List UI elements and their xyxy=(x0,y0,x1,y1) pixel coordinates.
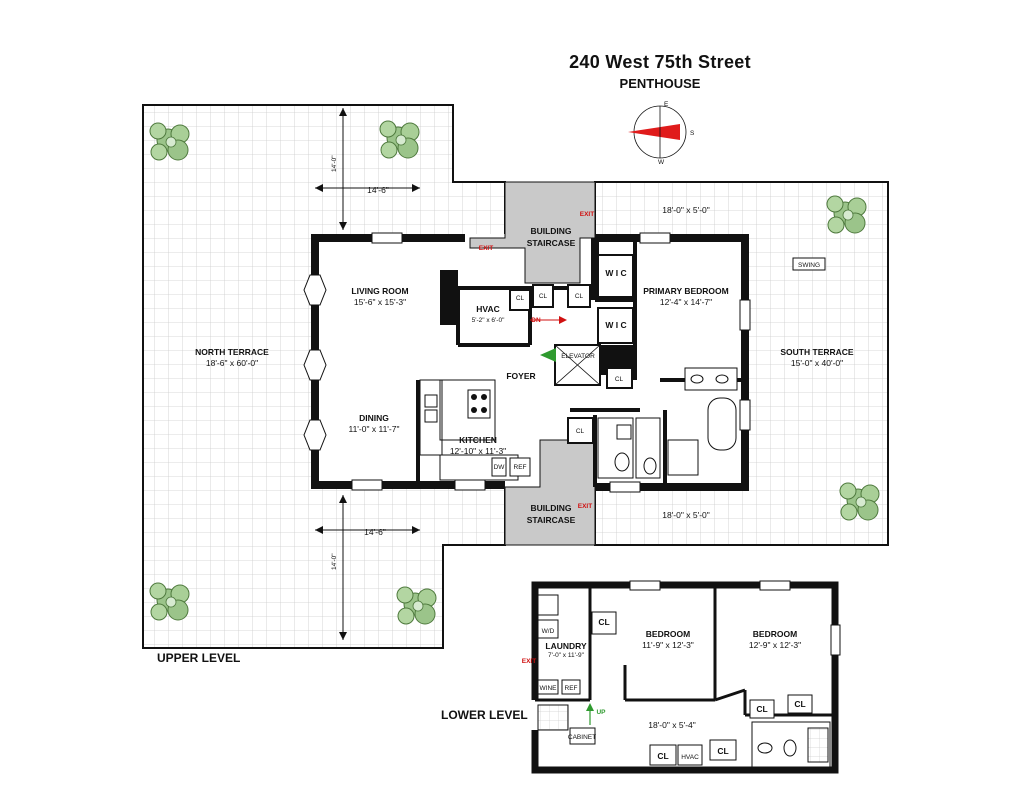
closet-label-5: CL xyxy=(576,428,585,435)
bedroom-2-label: BEDROOM xyxy=(753,629,797,639)
building-staircase-top xyxy=(469,181,596,284)
wic-label-1: W I C xyxy=(605,268,626,278)
elevator-label: ELEVATOR xyxy=(561,353,595,360)
laundry-dims: 7'-0" x 11'-9" xyxy=(548,652,585,659)
closet-label-1: CL xyxy=(516,295,525,302)
wine-label: WINE xyxy=(540,685,558,692)
exit-label-3: EXIT xyxy=(578,503,592,510)
lower-closet-1: CL xyxy=(598,617,609,627)
lower-ref-label: REF xyxy=(565,685,578,692)
south-terrace-dims: 15'-0" x 40'-0" xyxy=(791,358,843,368)
lower-exit-label: EXIT xyxy=(522,658,536,665)
lower-hall-dims: 18'-0" x 5'-4" xyxy=(648,720,696,730)
staircase-top-line1: BUILDING xyxy=(530,226,571,236)
dim-14-0-top: 14'-0" xyxy=(331,155,338,172)
compass-icon xyxy=(628,105,687,159)
lower-closet-2: CL xyxy=(756,704,767,714)
fireplace xyxy=(440,270,458,325)
cabinet-label: CABINET xyxy=(568,734,596,741)
living-room-label: LIVING ROOM xyxy=(351,286,408,296)
bedroom-1-dims: 11'-9" x 12'-3" xyxy=(642,640,694,650)
dim-14-0-bottom: 14'-0" xyxy=(331,553,338,570)
staircase-bottom-line2: STAIRCASE xyxy=(527,515,576,525)
terrace-strip-top-dims: 18'-0" x 5'-0" xyxy=(662,205,710,215)
plan-subtitle: PENTHOUSE xyxy=(619,76,701,91)
lower-hvac-label: HVAC xyxy=(681,754,699,761)
stair-up-arrow-icon xyxy=(586,703,594,711)
laundry-label: LAUNDRY xyxy=(545,641,587,651)
north-terrace-label: NORTH TERRACE xyxy=(195,347,269,357)
compass-s: S xyxy=(690,130,695,137)
dim-14-6-bottom: 14'-6" xyxy=(364,527,386,537)
closet-label-2: CL xyxy=(539,293,548,300)
lower-closet-5: CL xyxy=(657,751,668,761)
living-room-dims: 15'-6" x 15'-3" xyxy=(354,297,406,307)
north-terrace-dims: 18'-6" x 60'-0" xyxy=(206,358,258,368)
swing-bench xyxy=(792,257,826,271)
primary-bedroom-dims: 12'-4" x 14'-7" xyxy=(660,297,712,307)
south-terrace-label: SOUTH TERRACE xyxy=(780,347,854,357)
foyer-label: FOYER xyxy=(506,371,535,381)
upper-level-label: UPPER LEVEL xyxy=(157,651,241,665)
staircase-top-line2: STAIRCASE xyxy=(527,238,576,248)
dining-label: DINING xyxy=(359,413,389,423)
washer-dryer-label: W/D xyxy=(542,628,555,635)
primary-bedroom-label: PRIMARY BEDROOM xyxy=(643,286,728,296)
terrace-strip-bottom-dims: 18'-0" x 5'-0" xyxy=(662,510,710,520)
swing-label: SWING xyxy=(798,262,820,269)
refrigerator-label: REF xyxy=(514,464,527,471)
dining-dims: 11'-0" x 11'-7" xyxy=(348,424,399,434)
closet-label-4: CL xyxy=(615,376,624,383)
exit-label-1: EXIT xyxy=(479,245,493,252)
lower-up-label: UP xyxy=(596,709,606,716)
kitchen-label: KITCHEN xyxy=(459,435,497,445)
compass-e: E xyxy=(664,101,669,108)
lower-closet-3: CL xyxy=(794,699,805,709)
compass-w: W xyxy=(658,159,665,166)
elevator-arrow-icon xyxy=(540,348,556,362)
down-label: DN xyxy=(531,317,541,324)
lower-level-label: LOWER LEVEL xyxy=(441,708,528,722)
exit-label-2: EXIT xyxy=(580,211,594,218)
dim-14-6-top: 14'-6" xyxy=(367,185,389,195)
bedroom-2-dims: 12'-9" x 12'-3" xyxy=(749,640,801,650)
bedroom-1-label: BEDROOM xyxy=(646,629,690,639)
plan-title: 240 West 75th Street xyxy=(569,52,751,72)
hvac-label: HVAC xyxy=(476,304,499,314)
lower-closet-4: CL xyxy=(717,746,728,756)
staircase-bottom-line1: BUILDING xyxy=(530,503,571,513)
kitchen-dims: 12'-10" x 11'-3" xyxy=(450,446,506,456)
closet-label-3: CL xyxy=(575,293,584,300)
wic-label-2: W I C xyxy=(605,320,626,330)
hvac-dims: 5'-2" x 6'-0" xyxy=(472,317,505,324)
dishwasher-label: DW xyxy=(494,464,506,471)
